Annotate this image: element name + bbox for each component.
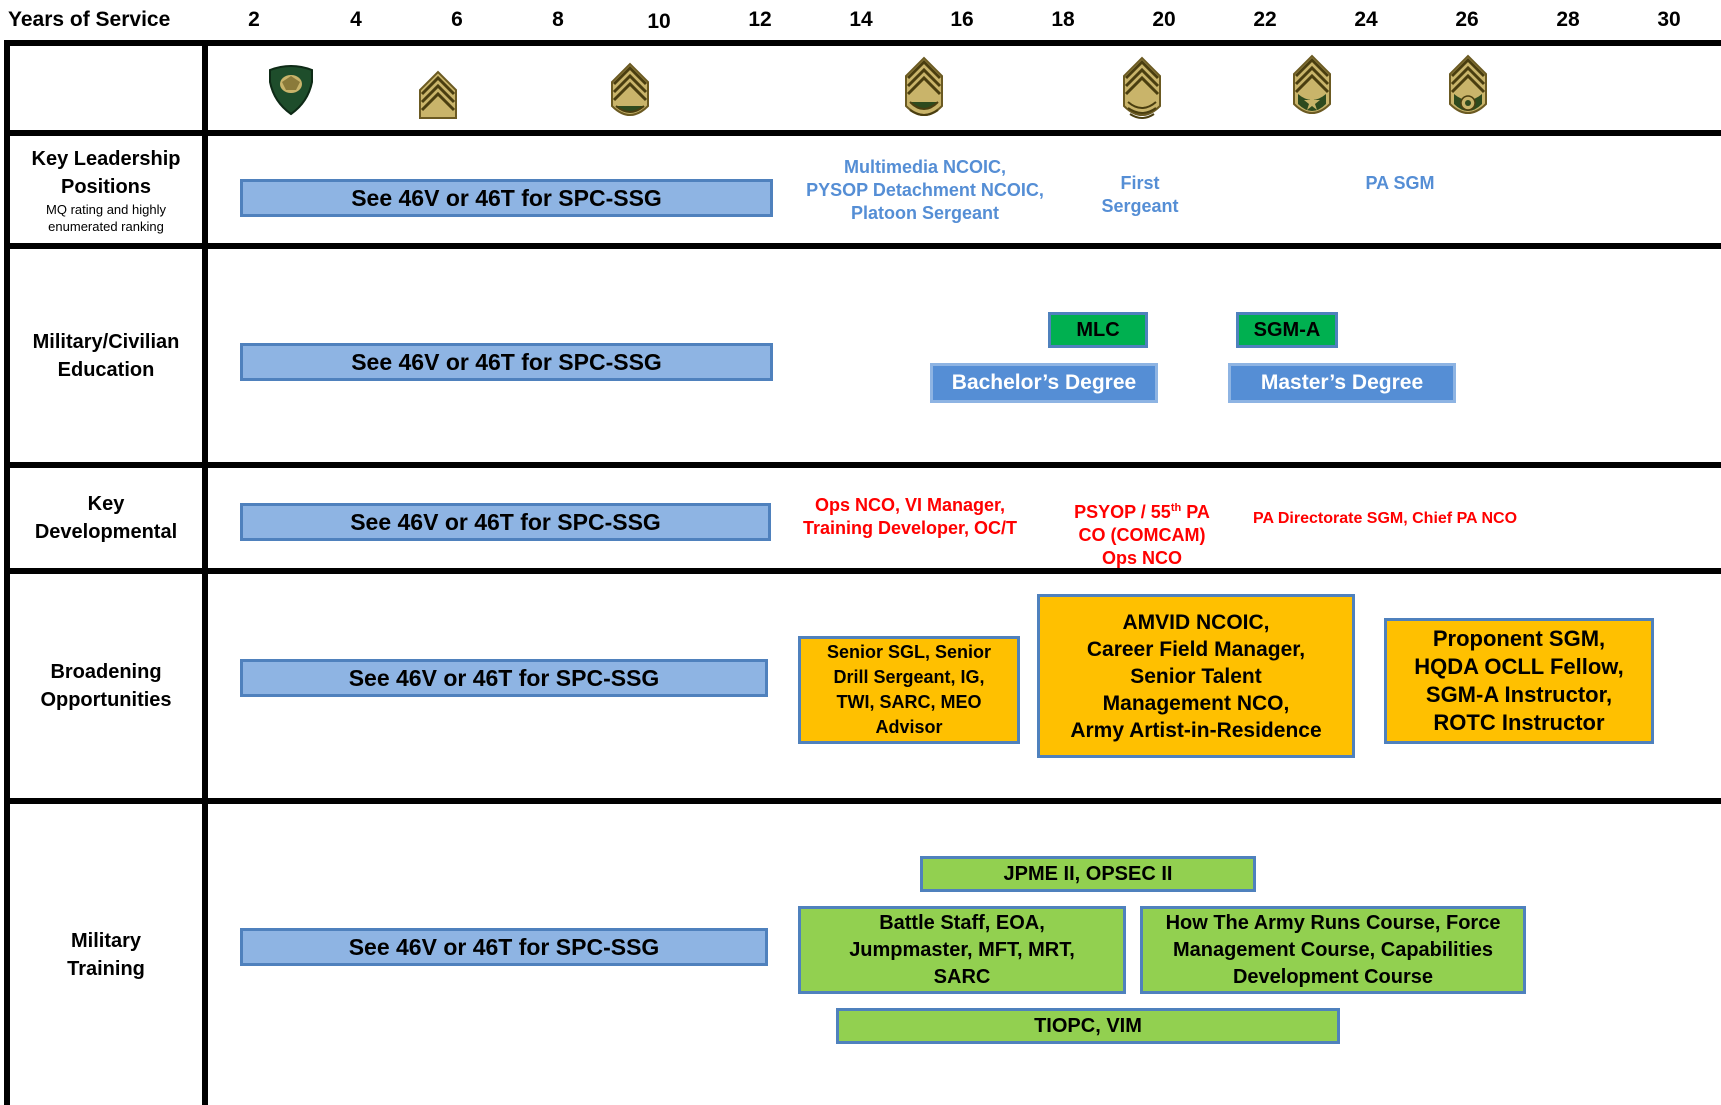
row-divider	[4, 798, 1721, 804]
msg-chevron-icon	[1123, 56, 1161, 119]
spc-insignia-icon	[269, 65, 313, 116]
msg-developmental-positions: Ops NCO, VI Manager, Training Developer,…	[802, 495, 1018, 538]
year-tick: 14	[849, 8, 873, 31]
psyop-line-b: PA	[1181, 502, 1210, 522]
year-tick: 18	[1051, 8, 1075, 31]
year-tick: 22	[1253, 8, 1277, 31]
years-of-service-title: Years of Service	[8, 8, 171, 31]
row-label-key-leadership: Key Leadership Positions MQ rating and h…	[10, 136, 202, 243]
ssg-chevron-icon	[611, 62, 649, 116]
row-label-training: Military Training	[10, 804, 202, 1105]
year-tick: 8	[552, 8, 564, 31]
year-tick: 28	[1556, 8, 1580, 31]
year-tick: 10	[647, 10, 671, 33]
msg-broadening-box: Senior SGL, Senior Drill Sergeant, IG, T…	[798, 636, 1020, 744]
army-runs-box: How The Army Runs Course, Force Manageme…	[1140, 906, 1526, 994]
jpme-bar: JPME II, OPSEC II	[920, 856, 1256, 892]
bachelors-degree-bar: Bachelor’s Degree	[930, 363, 1158, 403]
csm-chevron-icon	[1449, 54, 1487, 114]
mlc-bar: MLC	[1048, 312, 1148, 348]
row-label-broadening: Broadening Opportunities	[10, 574, 202, 798]
row-divider	[4, 130, 1721, 136]
sgt1-broadening-box: AMVID NCOIC, Career Field Manager, Senio…	[1037, 594, 1355, 758]
row-divider	[4, 462, 1721, 468]
sfc-chevron-icon	[905, 56, 943, 116]
year-tick: 6	[451, 8, 463, 31]
sgm-broadening-box: Proponent SGM, HQDA OCLL Fellow, SGM-A I…	[1384, 618, 1654, 744]
psyop-superscript: th	[1170, 502, 1182, 514]
sgm-developmental-positions: PA Directorate SGM, Chief PA NCO	[1252, 510, 1518, 527]
sgm-a-bar: SGM-A	[1236, 312, 1338, 348]
see-reference-bar: See 46V or 46T for SPC-SSG	[240, 179, 773, 217]
psyop-line-a: PSYOP / 55	[1074, 502, 1171, 522]
row-label-text: Key Leadership Positions	[31, 147, 181, 198]
sgm-chevron-icon	[1293, 54, 1331, 114]
year-tick: 26	[1455, 8, 1479, 31]
year-tick: 20	[1152, 8, 1176, 31]
sfc-developmental-positions: PSYOP / 55th PA CO (COMCAM) Ops NCO	[1060, 497, 1224, 570]
row-label-text: Key Developmental	[34, 493, 178, 543]
year-tick: 30	[1657, 8, 1681, 31]
year-tick: 12	[748, 8, 772, 31]
row-label-text: Broadening Opportunities	[40, 661, 172, 711]
first-sergeant-position: First Sergeant	[1101, 173, 1179, 216]
masters-degree-bar: Master’s Degree	[1228, 363, 1456, 403]
see-reference-bar: See 46V or 46T for SPC-SSG	[240, 343, 773, 381]
pa-sgm-position: PA SGM	[1365, 173, 1435, 193]
row-label-education: Military/Civilian Education	[10, 249, 202, 462]
sgt-chevron-icon	[419, 70, 457, 119]
row-label-text: Military/Civilian Education	[32, 330, 180, 381]
psyop-rest: CO (COMCAM) Ops NCO	[1078, 525, 1206, 568]
battle-staff-box: Battle Staff, EOA, Jumpmaster, MFT, MRT,…	[798, 906, 1126, 994]
year-tick: 2	[248, 8, 260, 31]
tiopc-bar: TIOPC, VIM	[836, 1008, 1340, 1044]
year-tick: 24	[1354, 8, 1378, 31]
msg-leadership-positions: Multimedia NCOIC, PYSOP Detachment NCOIC…	[806, 157, 1044, 223]
row-label-developmental: Key Developmental	[10, 468, 202, 568]
year-tick: 16	[950, 8, 974, 31]
row-divider	[4, 243, 1721, 249]
year-tick: 4	[350, 8, 362, 31]
row-divider	[4, 568, 1721, 574]
see-reference-bar: See 46V or 46T for SPC-SSG	[240, 659, 768, 697]
row-label-text: Military Training	[67, 929, 145, 980]
see-reference-bar: See 46V or 46T for SPC-SSG	[240, 928, 768, 966]
see-reference-bar: See 46V or 46T for SPC-SSG	[240, 503, 771, 541]
row-sublabel: MQ rating and highly enumerated ranking	[46, 201, 166, 234]
